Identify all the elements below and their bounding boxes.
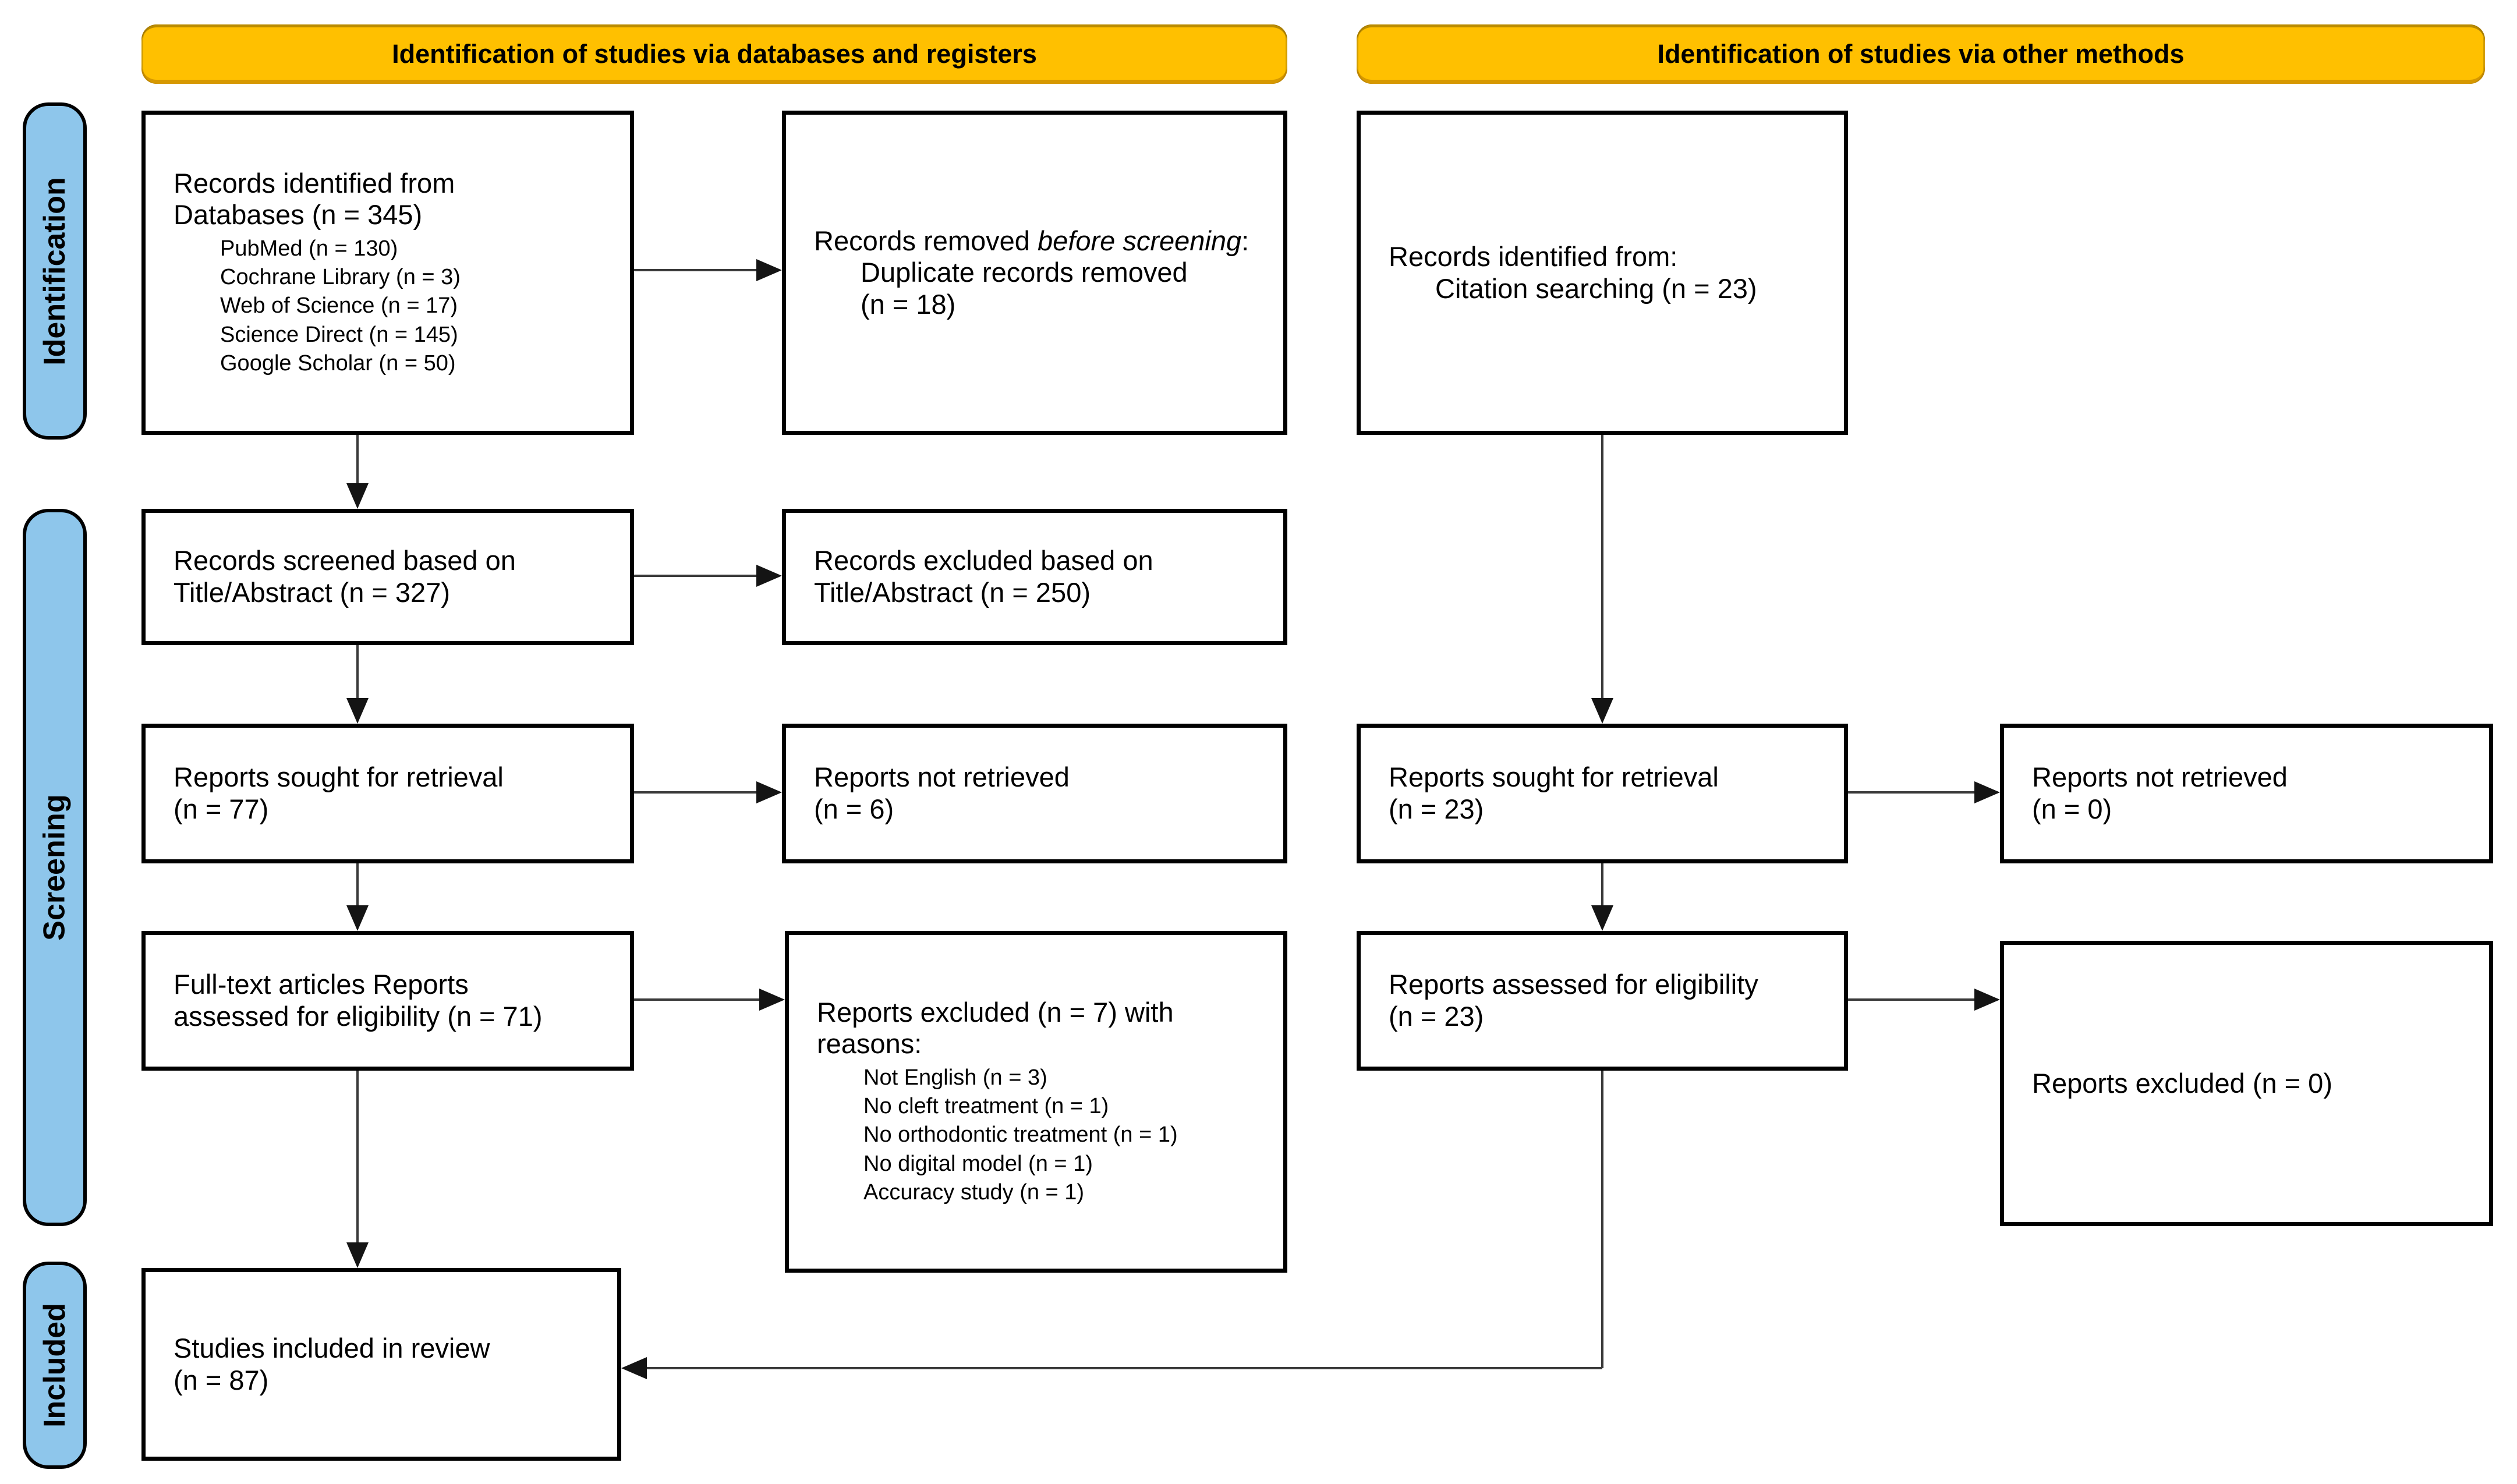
list-item: Google Scholar (n = 50): [220, 351, 456, 376]
stage-bar-screening: Screening: [23, 509, 87, 1226]
list-item: Duplicate records removed: [861, 257, 1188, 288]
box-records-removed-before-screening: Records removed before screening: Duplic…: [782, 111, 1287, 435]
box-reports-assessed-other: Reports assessed for eligibility (n = 23…: [1357, 931, 1848, 1071]
box-reports-excluded-other: Reports excluded (n = 0): [2000, 941, 2493, 1226]
box-text-line: (n = 0): [2032, 794, 2112, 824]
arrowhead-sought-other-to-notretrieved: [1974, 781, 2000, 803]
arrowhead-sought-to-assessed: [346, 905, 369, 931]
arrow-line-other-column-down: [1601, 1071, 1603, 1368]
box-reports-not-retrieved-databases: Reports not retrieved (n = 6): [782, 724, 1287, 863]
box-studies-included: Studies included in review (n = 87): [141, 1268, 621, 1461]
removed-reasons-list: Duplicate records removed (n = 18): [861, 257, 1266, 320]
list-item: (n = 18): [861, 288, 956, 320]
box-records-identified-databases: Records identified from Databases (n = 3…: [141, 111, 634, 435]
box-text-line: Reports not retrieved: [814, 762, 1070, 793]
box-text-line: (n = 23): [1389, 794, 1484, 824]
list-item: Not English (n = 3): [863, 1065, 1047, 1090]
box-text-line: reasons:: [817, 1028, 922, 1060]
arrow-line-screened-to-sought: [356, 645, 359, 699]
arrow-line-other-to-included: [647, 1367, 1602, 1369]
box-records-identified-other: Records identified from: Citation search…: [1357, 111, 1848, 435]
stage-label-screening: Screening: [38, 794, 72, 941]
box-text-line: (n = 77): [174, 794, 269, 824]
box-text-line: Reports sought for retrieval: [1389, 762, 1719, 793]
box-records-screened: Records screened based on Title/Abstract…: [141, 509, 634, 645]
box-text-line: Records screened based on: [174, 545, 516, 576]
arrow-line-sought-other-to-assessed: [1601, 863, 1603, 906]
box-reports-excluded-reasons: Reports excluded (n = 7) with reasons: N…: [785, 931, 1287, 1273]
list-item: Accuracy study (n = 1): [863, 1180, 1085, 1205]
arrowhead-citation-to-sought: [1591, 698, 1613, 724]
arrow-line-sought-to-assessed: [356, 863, 359, 906]
box-reports-not-retrieved-other: Reports not retrieved (n = 0): [2000, 724, 2493, 863]
box-text-line: Reports assessed for eligibility: [1389, 969, 1758, 1000]
box-text-line: Records excluded based on: [814, 545, 1153, 576]
arrow-line-identified-to-removed: [634, 269, 756, 271]
arrow-line-assessed-to-included: [356, 1071, 359, 1244]
arrowhead-other-to-included: [621, 1357, 647, 1379]
box-text-line: Records identified from: [174, 167, 455, 199]
list-item: No digital model (n = 1): [863, 1151, 1093, 1176]
list-item: Cochrane Library (n = 3): [220, 264, 461, 289]
list-item: Science Direct (n = 145): [220, 322, 458, 347]
arrowhead-fulltext-to-excludedreasons: [759, 989, 785, 1011]
banner-other-methods: Identification of studies via other meth…: [1357, 24, 2485, 84]
database-breakdown-list: PubMed (n = 130) Cochrane Library (n = 3…: [220, 235, 613, 378]
box-reports-sought-databases: Reports sought for retrieval (n = 77): [141, 724, 634, 863]
arrow-line-fulltext-to-excludedreasons: [634, 998, 759, 1001]
arrowhead-assessed-to-included: [346, 1242, 369, 1268]
arrowhead-screened-to-sought: [346, 698, 369, 724]
arrowhead-sought-other-to-assessed: [1591, 905, 1613, 931]
list-item: Citation searching (n = 23): [1435, 272, 1757, 304]
arrow-line-screened-to-excluded: [634, 575, 756, 577]
banner-databases-label: Identification of studies via databases …: [392, 39, 1037, 69]
box-text-line: Full-text articles Reports: [174, 969, 469, 1000]
box-text-line: Reports excluded (n = 0): [2032, 1067, 2332, 1099]
box-text-line: Title/Abstract (n = 250): [814, 577, 1091, 608]
box-text-line: assessed for eligibility (n = 71): [174, 1001, 543, 1032]
box-records-excluded: Records excluded based on Title/Abstract…: [782, 509, 1287, 645]
arrowhead-assessed-other-to-excluded: [1974, 989, 2000, 1011]
arrow-line-identified-to-screened: [356, 435, 359, 484]
box-text-line: Records removed before screening:: [814, 225, 1249, 256]
box-reports-sought-other: Reports sought for retrieval (n = 23): [1357, 724, 1848, 863]
box-text-line: Records identified from:: [1389, 240, 1678, 272]
arrowhead-sought-to-notretrieved: [756, 781, 782, 803]
list-item: Web of Science (n = 17): [220, 293, 458, 318]
box-text-line: Reports excluded (n = 7) with: [817, 996, 1174, 1028]
stage-bar-included: Included: [23, 1262, 87, 1469]
stage-bar-identification: Identification: [23, 102, 87, 440]
other-sources-list: Citation searching (n = 23): [1435, 273, 1826, 305]
exclusion-reasons-list: Not English (n = 3) No cleft treatment (…: [863, 1064, 1266, 1207]
box-text-line: Reports sought for retrieval: [174, 762, 504, 793]
box-text-line: Studies included in review: [174, 1332, 490, 1363]
banner-other-methods-label: Identification of studies via other meth…: [1657, 39, 2185, 69]
list-item: PubMed (n = 130): [220, 236, 398, 261]
box-text-line: (n = 6): [814, 794, 894, 824]
box-fulltext-assessed: Full-text articles Reports assessed for …: [141, 931, 634, 1071]
box-text-line: Databases (n = 345): [174, 199, 423, 231]
list-item: No orthodontic treatment (n = 1): [863, 1122, 1178, 1147]
arrowhead-identified-to-screened: [346, 483, 369, 509]
arrow-line-sought-to-notretrieved: [634, 791, 756, 794]
box-text-line: Reports not retrieved: [2032, 762, 2288, 793]
arrow-line-citation-to-sought: [1601, 435, 1603, 699]
arrowhead-identified-to-removed: [756, 259, 782, 281]
list-item: No cleft treatment (n = 1): [863, 1093, 1109, 1118]
box-text-line: (n = 23): [1389, 1001, 1484, 1032]
box-text-line: (n = 87): [174, 1364, 269, 1396]
box-text-line: Title/Abstract (n = 327): [174, 577, 450, 608]
arrowhead-screened-to-excluded: [756, 565, 782, 587]
stage-label-identification: Identification: [38, 176, 72, 366]
arrow-line-sought-other-to-notretrieved: [1848, 791, 1974, 794]
stage-label-included: Included: [38, 1303, 72, 1428]
banner-databases-registers: Identification of studies via databases …: [141, 24, 1287, 84]
arrow-line-assessed-other-to-excluded: [1848, 998, 1974, 1001]
